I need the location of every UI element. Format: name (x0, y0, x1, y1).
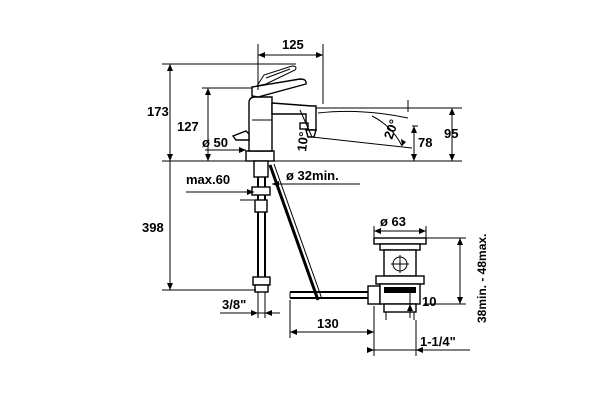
dim-length-398: 398 (142, 220, 164, 235)
pop-up-rod (268, 163, 323, 301)
dim-angle-10: 10° (294, 131, 311, 152)
dim-angle-20: 20° (381, 117, 402, 141)
dim-diameter-63: ø 63 (380, 214, 406, 229)
dim-length-130: 130 (317, 316, 339, 331)
dim-height-127: 127 (177, 119, 199, 134)
dim-height-78: 78 (418, 135, 432, 150)
supply-hose (251, 160, 271, 318)
dim-diameter-32: ø 32min. (286, 168, 339, 183)
dimension-lines (162, 44, 470, 356)
dim-diameter-50: ø 50 (202, 135, 228, 150)
faucet-body (231, 65, 317, 162)
dim-height-173: 173 (147, 104, 169, 119)
dim-max-60: max.60 (186, 172, 230, 187)
waste-assembly (289, 237, 427, 320)
dim-thread-3-8: 3/8" (222, 297, 246, 312)
dim-thread-1-1-4: 1-1/4" (420, 334, 456, 349)
dim-range-38-48: 38min. - 48max. (475, 234, 489, 323)
dim-height-95: 95 (444, 126, 458, 141)
dim-offset-10: 10 (422, 294, 436, 309)
dim-width-125: 125 (282, 37, 304, 52)
